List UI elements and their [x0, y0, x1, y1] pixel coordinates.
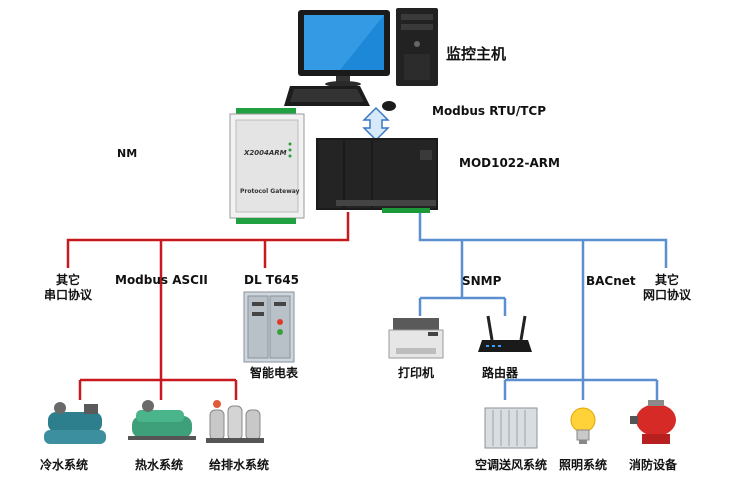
protocol-top-label: Modbus RTU/TCP	[432, 104, 547, 118]
serial-bus-lines	[66, 212, 350, 400]
router-label: 路由器	[482, 366, 519, 380]
smart-meter-label: 智能电表	[250, 366, 299, 380]
aircon-label: 空调送风系统	[475, 458, 548, 472]
network-bus-lines	[418, 212, 668, 400]
hot-water-label: 热水系统	[135, 458, 184, 472]
bidirectional-arrow-icon	[362, 106, 390, 142]
chiller-hot-water-icon	[128, 400, 196, 440]
other-serial-label: 其它 串口协议	[40, 273, 96, 303]
host-label: 监控主机	[446, 45, 507, 63]
dl-t645-label: DL T645	[244, 273, 300, 287]
other-net-line1: 其它	[654, 273, 679, 287]
other-net-label: 其它 网口协议	[636, 273, 698, 303]
water-supply-pumps-icon	[206, 400, 264, 443]
printer-icon	[388, 318, 444, 359]
air-ventilation-unit-icon	[484, 407, 538, 449]
gateway-sub-label: Protocol Gateway	[240, 188, 300, 195]
other-net-line2: 网口协议	[642, 288, 691, 302]
gateway-model-label: X2004ARM	[244, 149, 287, 157]
other-serial-line2: 串口协议	[43, 288, 92, 302]
other-serial-line1: 其它	[55, 273, 80, 287]
lighting-label: 照明系统	[559, 458, 608, 472]
chiller-cold-water-icon	[44, 402, 106, 444]
side-mark-label: NM	[117, 147, 138, 160]
snmp-label: SNMP	[462, 274, 502, 288]
light-bulb-icon	[570, 407, 596, 444]
fire-label: 消防设备	[629, 458, 678, 472]
smart-meter-cabinet-icon	[243, 291, 295, 363]
modbus-ascii-label: Modbus ASCII	[115, 273, 208, 287]
device-main-label: MOD1022-ARM	[459, 156, 560, 170]
fire-equipment-icon	[630, 400, 676, 444]
bacnet-label: BACnet	[586, 274, 636, 288]
host-computer-icon	[284, 8, 438, 111]
gateway-x2004-icon	[229, 108, 305, 224]
mod1022-device-icon	[316, 138, 438, 213]
printer-label: 打印机	[398, 366, 435, 380]
water-supply-label: 给排水系统	[209, 458, 270, 472]
cold-water-label: 冷水系统	[40, 458, 89, 472]
router-icon	[478, 315, 532, 352]
